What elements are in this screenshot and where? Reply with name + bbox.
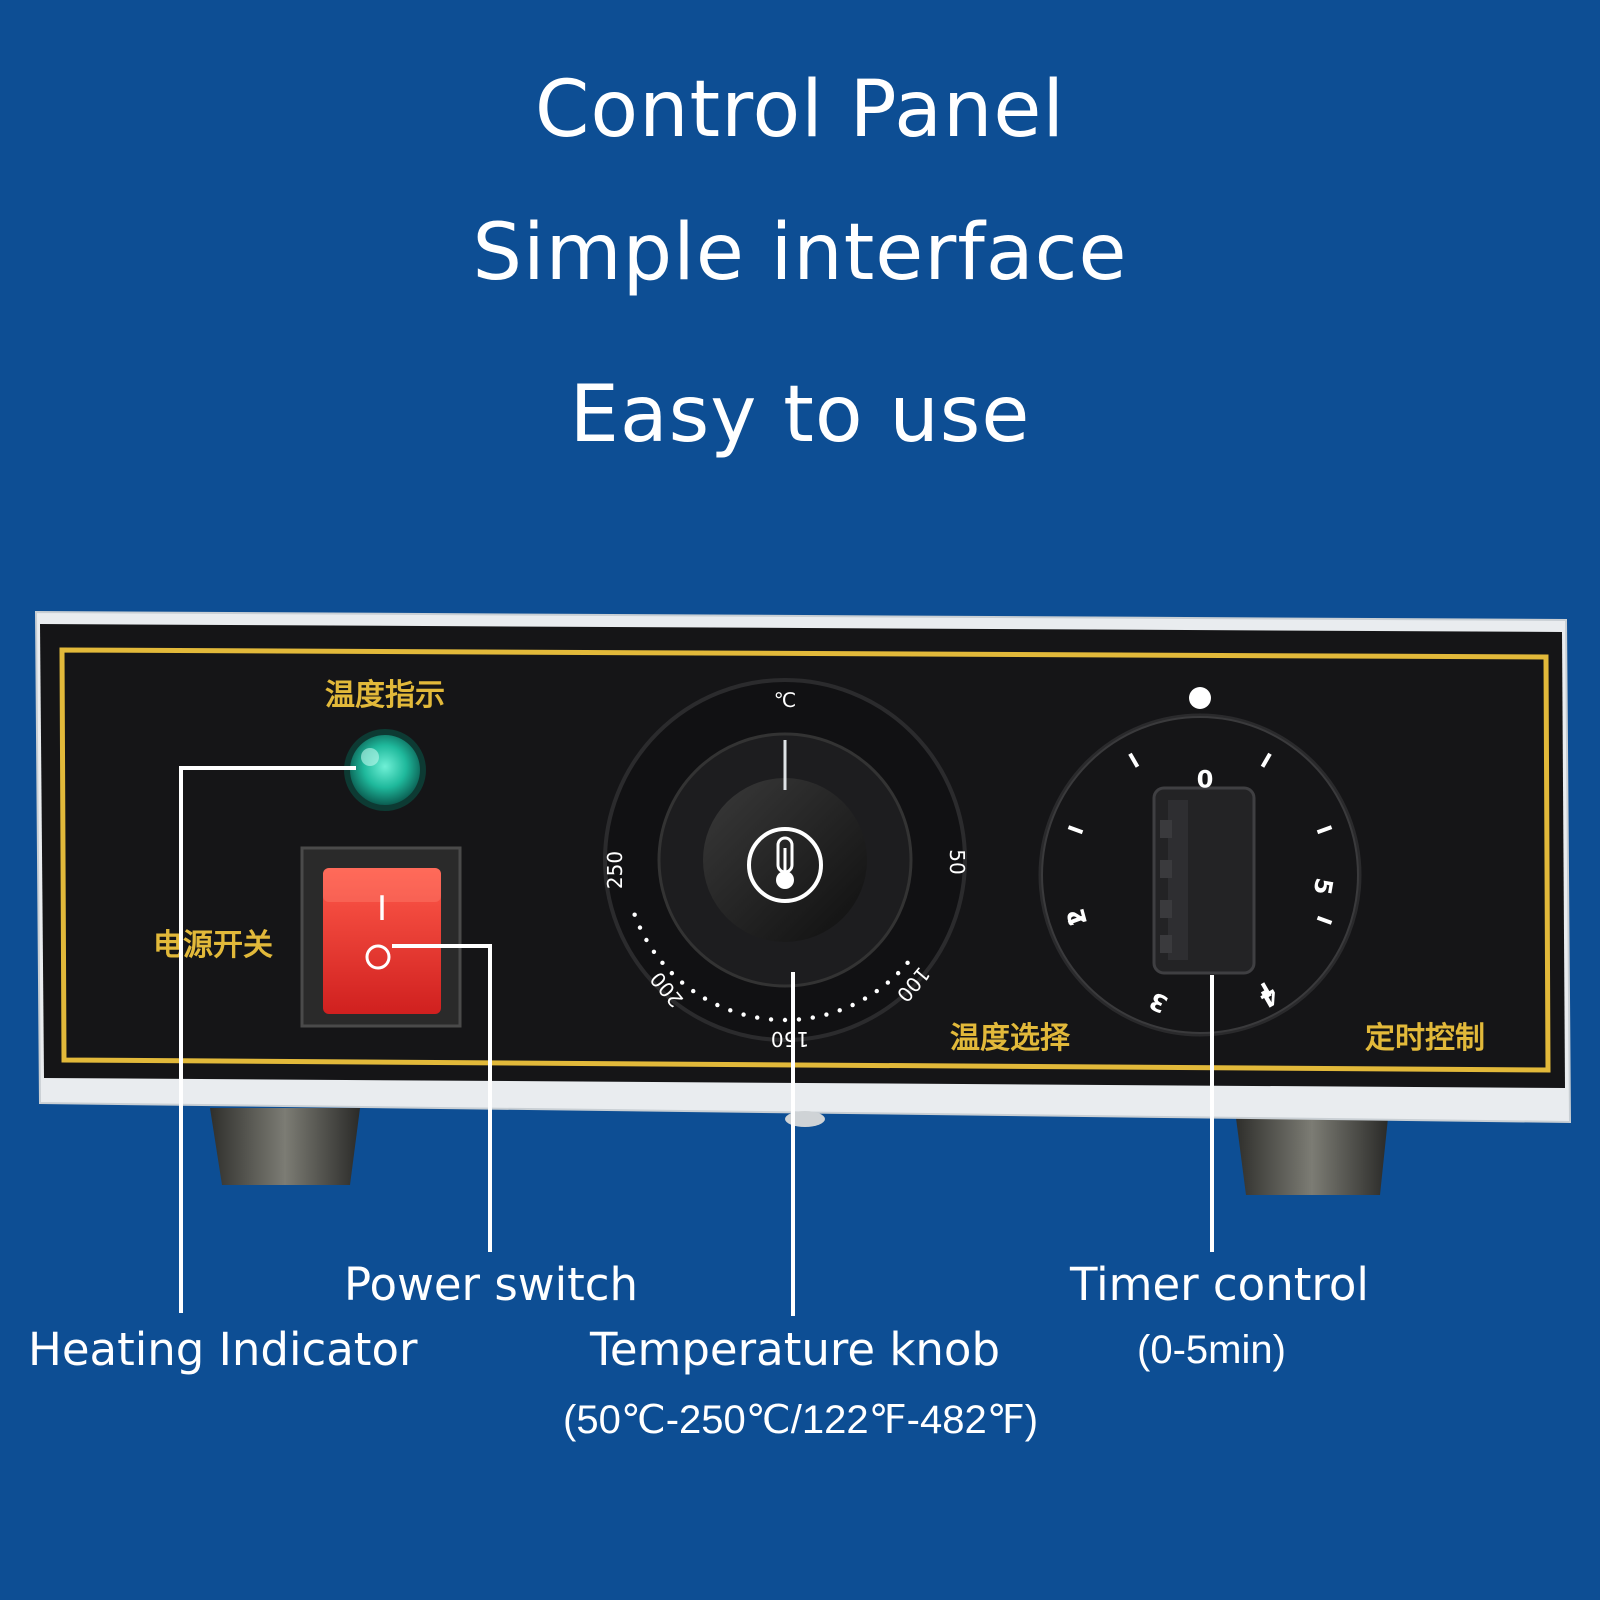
timer-scale-mark <box>1067 825 1084 835</box>
temp-scale-dot <box>691 988 696 994</box>
timer-tick-0: 0 <box>1197 764 1214 792</box>
heating-indicator-lamp <box>350 735 420 805</box>
temp-tick-150: 150 <box>771 1027 809 1051</box>
switch-label: 电源开关 <box>153 928 273 963</box>
indicator-label: 温度指示 <box>325 678 445 713</box>
temp-scale-dot <box>715 1002 720 1008</box>
temp-scale-dot <box>637 925 643 930</box>
thermometer-icon <box>747 827 823 903</box>
temp-scale-dot <box>702 996 708 1001</box>
temp-scale-dot <box>850 1002 855 1008</box>
temp-scale-dot <box>644 937 649 943</box>
power-rocker-switch[interactable] <box>323 868 441 1014</box>
timer-scale-mark <box>1067 915 1084 925</box>
switch-mark-on: I <box>377 889 387 929</box>
temp-scale-dot <box>741 1012 746 1017</box>
temperature-dial <box>603 678 967 1042</box>
temp-scale-dot <box>755 1015 760 1020</box>
callout-timer-range: (0-5min) <box>1137 1328 1286 1372</box>
temp-scale-dot <box>632 912 637 917</box>
temp-unit-symbol: ℃ <box>774 688 796 712</box>
temp-scale-dot <box>651 949 657 954</box>
temp-scale-dot <box>862 996 868 1001</box>
timer-knob[interactable] <box>1152 786 1256 975</box>
left-foot <box>210 1108 360 1185</box>
temp-scale-dot <box>895 970 901 976</box>
temp-scale-dot <box>669 970 675 976</box>
timer-reference-dot <box>1189 687 1211 709</box>
temp-scale-dot <box>796 1017 802 1022</box>
timer-scale-mark <box>1260 982 1272 998</box>
gold-border <box>59 647 1551 1073</box>
temp-select-label: 温度选择 <box>950 1021 1071 1056</box>
heating-indicator-leader <box>179 766 356 1313</box>
temp-scale-dot <box>874 988 879 994</box>
callout-temperature-knob: Temperature knob <box>590 1323 1001 1376</box>
timer-scale-mark <box>1128 752 1140 768</box>
timer-scale-mark <box>1260 752 1272 768</box>
rocker-highlight <box>323 868 441 902</box>
temperature-scale-dots <box>632 912 910 1023</box>
temp-scale-dot <box>810 1015 815 1020</box>
temp-scale-dot <box>660 960 665 966</box>
callout-power-switch: Power switch <box>344 1258 639 1311</box>
timer-label: 定时控制 <box>1365 1021 1485 1056</box>
temp-scale-dot <box>782 1017 788 1023</box>
timer-tick-2: 2 <box>1062 905 1093 928</box>
callout-heating-indicator: Heating Indicator <box>28 1323 418 1376</box>
temp-tick-50: 50 <box>945 849 969 874</box>
timer-scale-marks <box>1067 752 1333 998</box>
temp-scale-dot <box>837 1008 842 1013</box>
lamp-highlight <box>361 748 379 766</box>
headline-control-panel: Control Panel <box>534 65 1066 155</box>
callout-timer-control: Timer control <box>1070 1258 1369 1311</box>
temp-tick-250: 250 <box>603 851 627 889</box>
timer-scale-mark <box>1316 915 1333 925</box>
timer-tick-5: 5 <box>1308 876 1338 897</box>
temp-scale-dot <box>885 980 891 985</box>
temp-scale-dot <box>824 1012 829 1017</box>
timer-scale-mark <box>1316 825 1333 835</box>
callout-temperature-range: (50℃-250℃/122℉-482℉) <box>563 1398 1039 1442</box>
right-foot <box>1236 1118 1388 1195</box>
switch-mark-off-ring <box>365 944 391 970</box>
temp-scale-dot <box>679 980 685 985</box>
power-switch-leader <box>392 944 492 1252</box>
headline-simple-interface: Simple interface <box>472 208 1128 298</box>
temp-scale-dot <box>905 960 910 966</box>
temp-scale-dot <box>728 1008 733 1013</box>
temp-scale-dot <box>768 1017 774 1022</box>
headline-easy-to-use: Easy to use <box>569 370 1031 460</box>
